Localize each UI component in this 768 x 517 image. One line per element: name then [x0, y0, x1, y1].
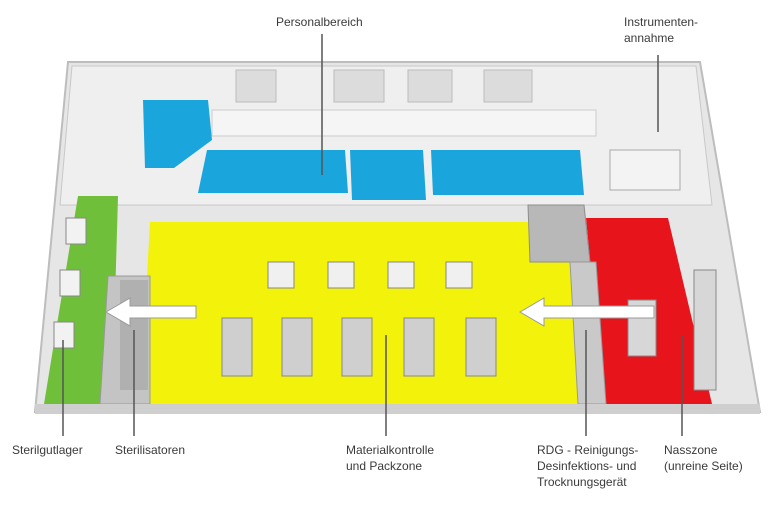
wet-zone-counter [693, 269, 717, 391]
flow-arrow-right-to-left [519, 297, 655, 327]
label-text: (unreine Seite) [664, 459, 743, 473]
label-text: Nasszone [664, 443, 718, 457]
storage-rack [65, 217, 87, 245]
label-text: RDG - Reinigungs- [537, 443, 639, 457]
label-personalbereich: Personalbereich [276, 14, 363, 30]
label-sterilisatoren: Sterilisatoren [115, 442, 185, 458]
label-nasszone: Nasszone (unreine Seite) [664, 442, 743, 474]
reception-counter [609, 149, 681, 191]
front-wall [35, 404, 760, 414]
packing-table [221, 317, 253, 377]
rdg-block [527, 204, 591, 263]
label-sterilgutlager: Sterilgutlager [12, 442, 83, 458]
staff-room-break [198, 150, 348, 193]
label-text: Trocknungsgerät [537, 475, 627, 489]
locker-room-3 [407, 69, 453, 103]
flow-arrow-left [105, 297, 197, 327]
storage-rack [53, 321, 75, 349]
staff-room-right [431, 150, 584, 195]
label-text: Sterilgutlager [12, 443, 83, 457]
locker-room-2 [333, 69, 385, 103]
packing-table [403, 317, 435, 377]
workstation [445, 261, 473, 289]
locker-room-1 [235, 69, 277, 103]
corridor [211, 109, 597, 137]
workstation [327, 261, 355, 289]
packing-table [341, 317, 373, 377]
label-instrumentenannahme: Instrumenten- annahme [624, 14, 698, 46]
label-text: annahme [624, 31, 675, 45]
packing-table [465, 317, 497, 377]
label-text: und Packzone [346, 459, 423, 473]
staff-room-mid [350, 150, 426, 200]
staff-room-left [143, 100, 212, 168]
label-text: Personalbereich [276, 15, 363, 29]
workstation [267, 261, 295, 289]
label-text: Materialkontrolle [346, 443, 435, 457]
label-text: Desinfektions- und [537, 459, 637, 473]
storage-rack [59, 269, 81, 297]
workstation [387, 261, 415, 289]
label-text: Sterilisatoren [115, 443, 186, 457]
packing-table [281, 317, 313, 377]
label-rdg: RDG - Reinigungs- Desinfektions- und Tro… [537, 442, 638, 490]
label-materialkontrolle: Materialkontrolle und Packzone [346, 442, 434, 474]
locker-room-4 [483, 69, 533, 103]
label-text: Instrumenten- [624, 15, 699, 29]
